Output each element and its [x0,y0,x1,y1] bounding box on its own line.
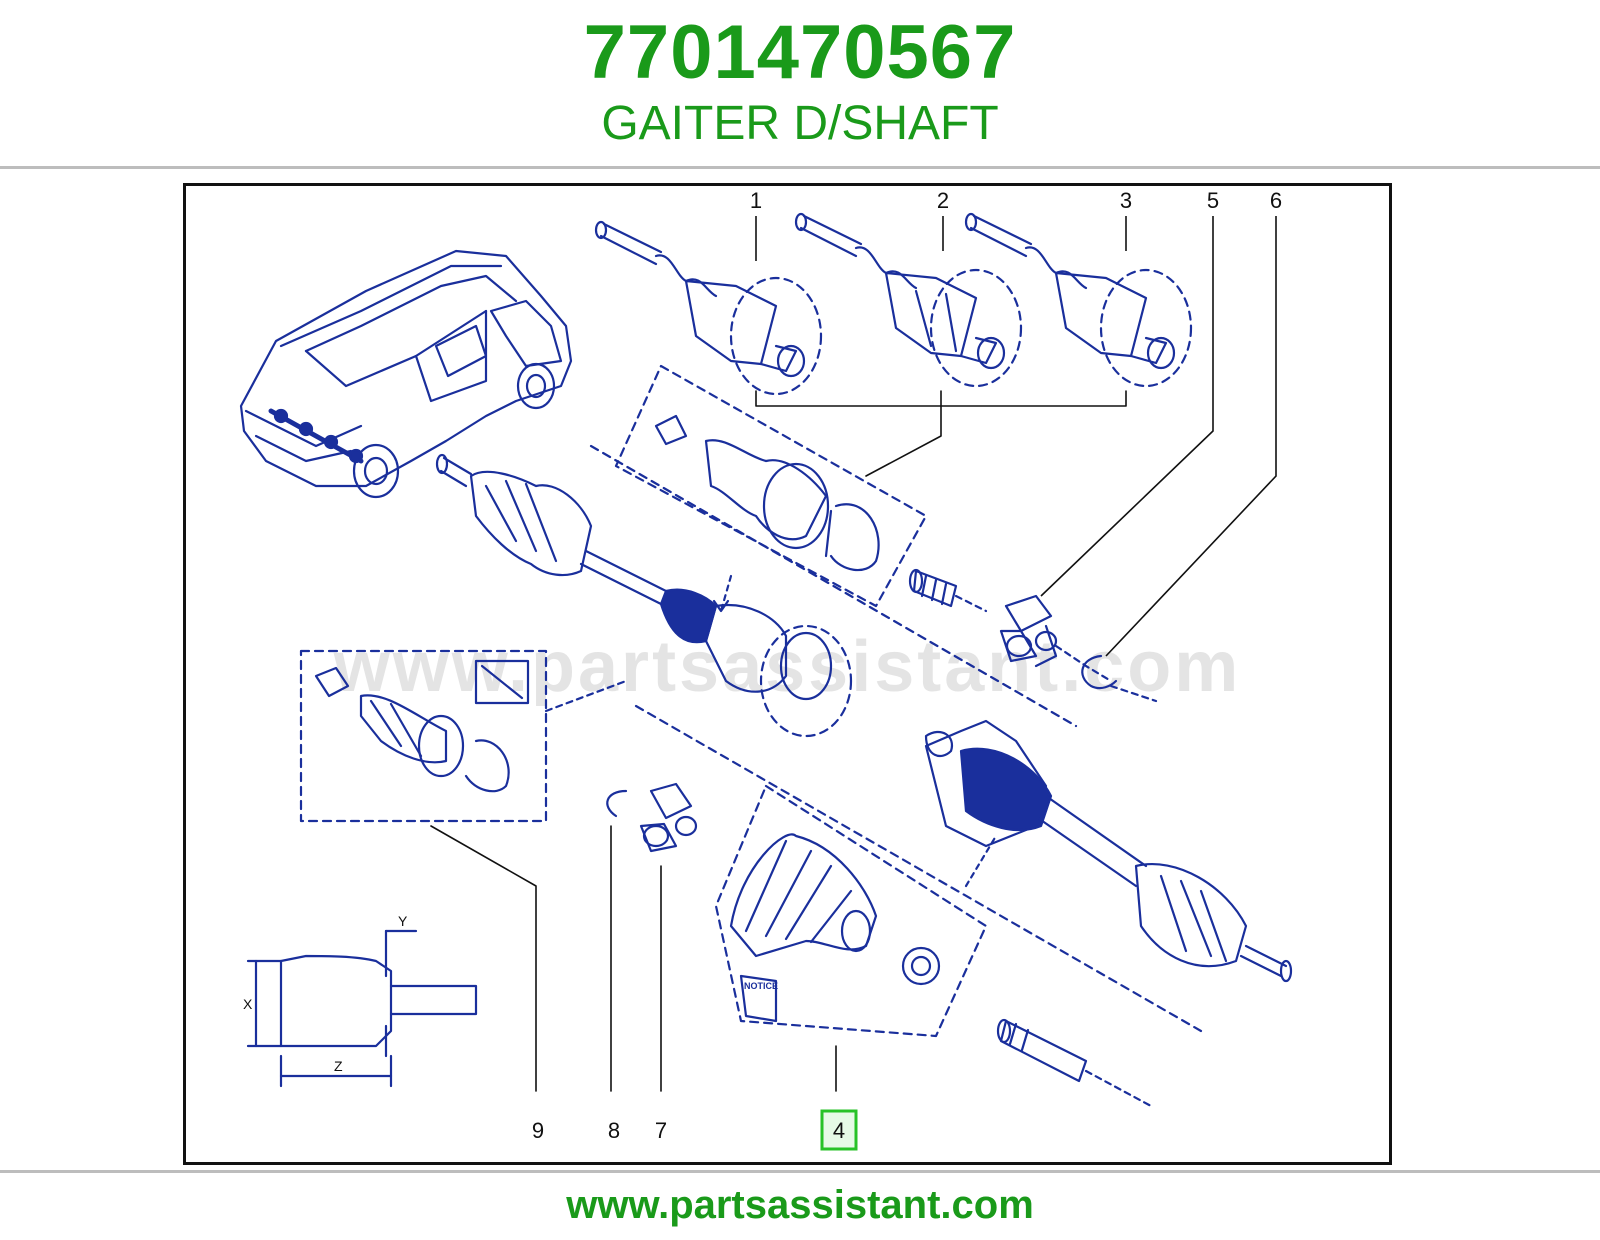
gaiter-kit-upper [654,414,880,572]
gaiter-kit-4 [729,833,941,1023]
part-description: GAITER D/SHAFT [601,97,999,150]
car-illustration [239,249,573,499]
joint-assembly-3 [964,212,1193,388]
dim-z-label: Z [334,1058,343,1074]
exploded-diagram: 1 2 3 5 6 9 8 7 4 X Y Z NOTICE [239,188,1293,1151]
spline-shaft-part [908,568,988,613]
dim-x-label: X [243,996,253,1012]
spline-shaft-lower [996,1018,1153,1108]
circlip-6 [1081,654,1118,690]
callout-1: 1 [750,188,762,213]
dimension-inset [246,929,478,1088]
callout-5: 5 [1207,188,1219,213]
callout-3: 3 [1120,188,1132,213]
drive-shaft-right [924,719,1293,983]
part-number: 7701470567 [583,10,1017,95]
callout-4-highlight[interactable] [820,1109,858,1151]
circlip-8 [606,789,628,818]
callout-7: 7 [655,1118,667,1143]
callout-8: 8 [608,1118,620,1143]
page-header: 7701470567 GAITER D/SHAFT [0,0,1600,168]
joint-assembly-1 [594,220,823,396]
header-divider [0,166,1600,169]
callout-6: 6 [1270,188,1282,213]
footer-divider [0,1170,1600,1173]
callout-2: 2 [937,188,949,213]
footer-url[interactable]: www.partsassistant.com [566,1183,1034,1227]
notice-label: NOTICE [744,981,778,991]
tripod-joint-7 [639,782,698,853]
callout-4: 4 [833,1118,845,1143]
gaiter-kit-9 [314,659,530,793]
callout-9: 9 [532,1118,544,1143]
joint-assembly-2 [794,212,1023,388]
dim-y-label: Y [398,913,408,929]
drive-shaft-left [435,453,853,738]
exploded-diagram-frame: www.partsassistant.com [183,183,1392,1165]
tripod-joint-5 [999,594,1058,668]
